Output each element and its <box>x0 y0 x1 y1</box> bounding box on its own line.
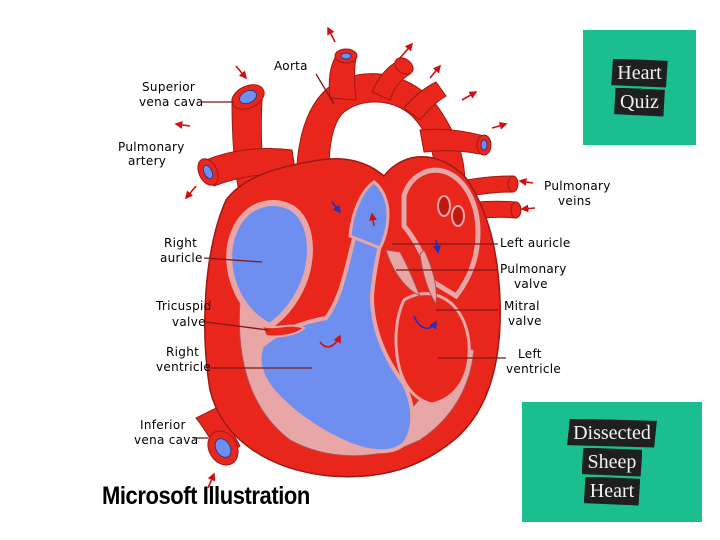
leader-lines <box>194 73 506 439</box>
label-inferior-vena-cava-2: vena cava <box>134 433 198 447</box>
label-pulmonary-artery-2: artery <box>128 154 166 168</box>
label-right-auricle-1: Right <box>164 236 197 250</box>
heart-quiz-line-1: Heart <box>611 58 668 88</box>
pulmonary-vein-opening <box>451 205 465 227</box>
heart-quiz-link-text: Heart Quiz <box>611 58 668 117</box>
right-auricle-chamber <box>226 200 313 330</box>
tricuspid-valve-shape <box>260 324 306 338</box>
label-right-ventricle-1: Right <box>166 345 199 359</box>
label-right-ventricle-2: ventricle <box>156 360 211 374</box>
heart-quiz-line-2: Quiz <box>614 87 665 117</box>
heart-quiz-link[interactable]: Heart Quiz <box>583 30 696 145</box>
flow-arrows <box>174 26 536 489</box>
label-pulmonary-veins-1: Pulmonary <box>544 179 611 193</box>
mitral-valve-shape <box>385 249 421 298</box>
illustration-credit: Microsoft Illustration <box>102 482 310 510</box>
left-ventricle-chamber <box>394 292 471 406</box>
label-tricuspid-valve-2: valve <box>172 315 206 329</box>
label-left-auricle: Left auricle <box>500 236 571 250</box>
sheep-link-line-2: Sheep <box>581 447 643 477</box>
pulmonary-vein-opening <box>437 195 451 217</box>
right-ventricle-chamber <box>257 184 415 454</box>
label-inferior-vena-cava-1: Inferior <box>140 418 186 432</box>
label-pulmonary-valve-2: valve <box>514 277 548 291</box>
mitral-valve-leaflet <box>419 249 437 306</box>
label-tricuspid-valve-1: Tricuspid <box>155 299 212 313</box>
pulmonary-trunk <box>348 180 390 250</box>
dissected-sheep-heart-link-text: Dissected Sheep Heart <box>567 418 657 506</box>
label-superior-vena-cava-1: Superior <box>142 80 195 94</box>
sheep-link-line-1: Dissected <box>567 418 657 448</box>
dissected-sheep-heart-link[interactable]: Dissected Sheep Heart <box>522 402 702 522</box>
label-pulmonary-artery-1: Pulmonary <box>118 140 185 154</box>
label-left-ventricle-2: ventricle <box>506 362 561 376</box>
label-mitral-valve-2: valve <box>508 314 542 328</box>
blood-flow-arrows <box>319 201 441 348</box>
label-pulmonary-valve-1: Pulmonary <box>500 262 567 276</box>
label-pulmonary-veins-2: veins <box>558 194 591 208</box>
label-left-ventricle-1: Left <box>518 347 542 361</box>
label-mitral-valve-1: Mitral <box>504 299 540 313</box>
label-superior-vena-cava-2: vena cava <box>139 95 203 109</box>
label-right-auricle-2: auricle <box>160 251 203 265</box>
sheep-link-line-3: Heart <box>583 476 641 506</box>
label-aorta: Aorta <box>274 59 308 73</box>
